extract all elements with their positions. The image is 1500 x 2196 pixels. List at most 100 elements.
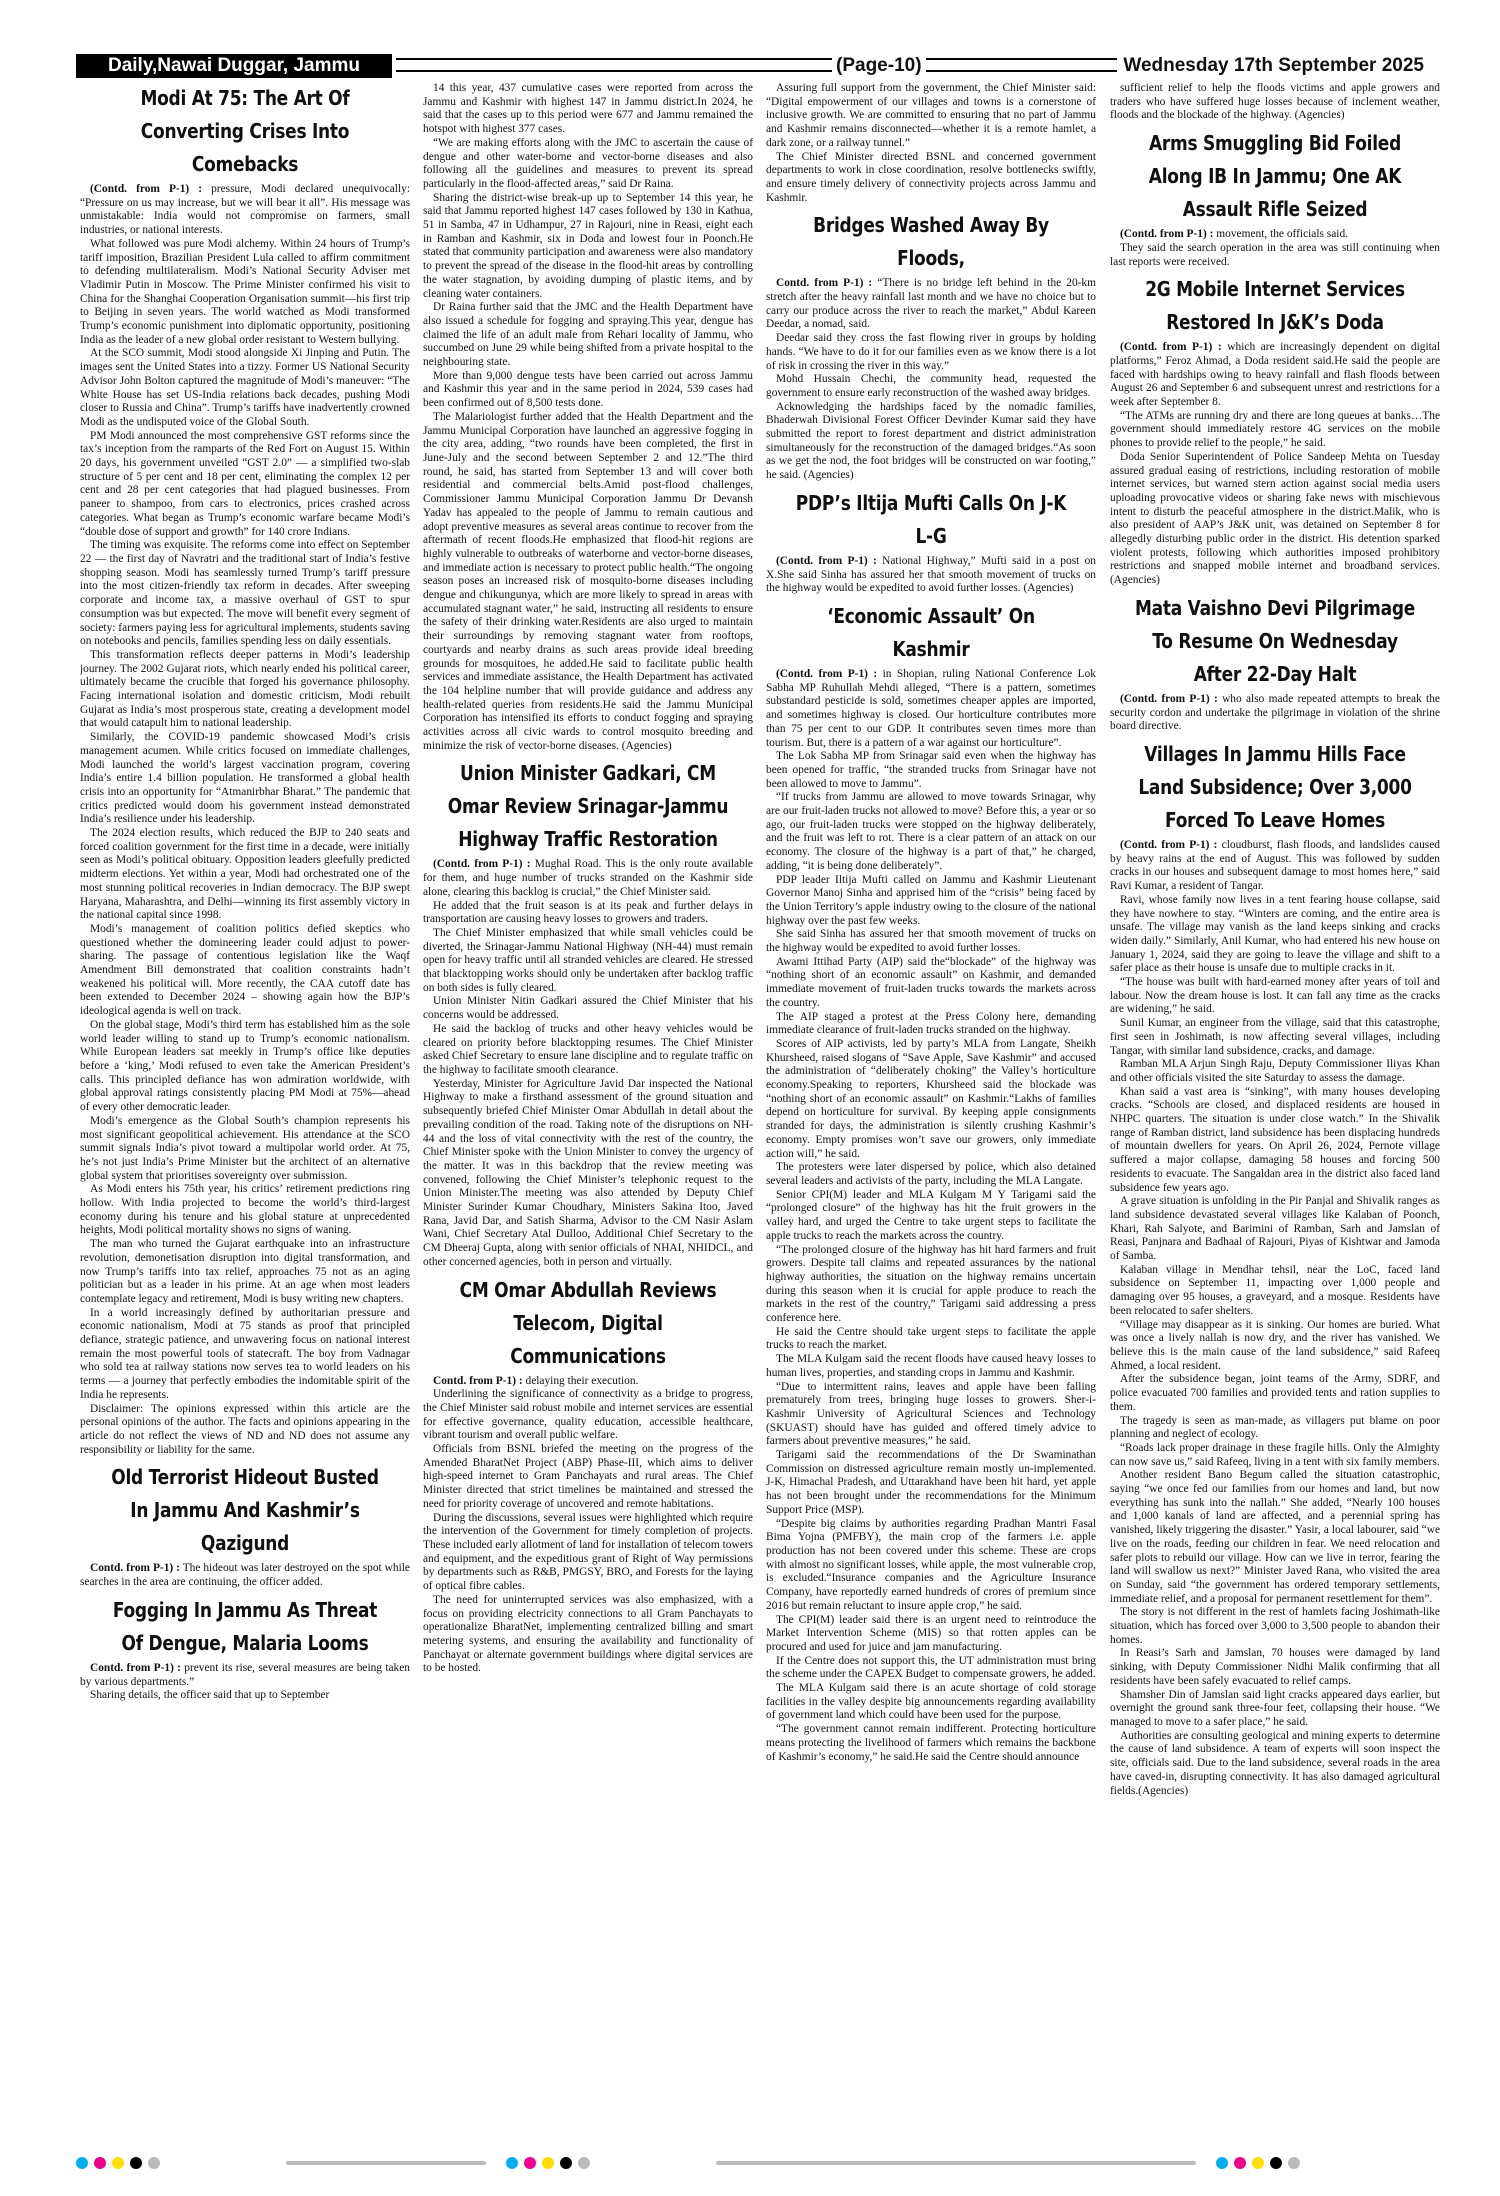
paragraph-text: “The ATMs are running dry and there are … <box>1110 409 1440 450</box>
headline: Modi At 75: The Art Of Converting Crises… <box>140 86 350 176</box>
bar-right <box>716 2161 1196 2165</box>
paragraph: (Contd. from P-1) : in Shopian, ruling N… <box>766 668 1096 750</box>
paragraph-text: “Despite big claims by authorities regar… <box>766 1517 1096 1612</box>
paragraph-text: The AIP staged a protest at the Press Co… <box>766 1010 1096 1037</box>
paragraph: He said the Centre should take urgent st… <box>766 1326 1096 1353</box>
paragraph-text: The CPI(M) leader said there is an urgen… <box>766 1613 1096 1653</box>
paragraph-text: who also made repeated attempts to break… <box>1110 692 1440 733</box>
paragraph: What followed was pure Modi alchemy. Wit… <box>80 238 410 348</box>
headline: Arms Smuggling Bid Foiled Along IB In Ja… <box>1148 131 1402 222</box>
paragraph: Modi’s management of coalition politics … <box>80 923 410 1019</box>
continued-from-label: (Contd. from P-1) : <box>776 667 878 680</box>
paragraph: The timing was exquisite. The reforms co… <box>80 539 410 649</box>
paragraph: (Contd. from P-1) : Mughal Road. This is… <box>423 858 753 899</box>
paragraph-text: Mughal Road. This is the only route avai… <box>423 858 753 898</box>
paragraph: “We are making efforts along with the JM… <box>423 137 753 192</box>
registration-dot <box>1270 2157 1282 2169</box>
headline: 2G Mobile Internet Services Restored In … <box>1145 277 1405 335</box>
paragraph: A grave situation is unfolding in the Pi… <box>1110 1195 1440 1264</box>
paragraph: He added that the fruit season is at its… <box>423 900 753 927</box>
paragraph-text: Ramban MLA Arjun Singh Raju, Deputy Comm… <box>1110 1058 1440 1084</box>
paragraph: “The government cannot remain indifferen… <box>766 1723 1096 1764</box>
continued-from-label: (Contd. from P-1) : <box>433 858 531 871</box>
paragraph-text: which are increasingly dependent on digi… <box>1110 341 1440 409</box>
paragraph: During the discussions, several issues w… <box>423 1512 753 1594</box>
registration-dot <box>130 2157 142 2169</box>
paragraph: This transformation reflects deeper patt… <box>80 649 410 731</box>
paragraph-text: The Lok Sabha MP from Srinagar said even… <box>766 750 1096 790</box>
paragraph: In Reasi’s Sarh and Jamslan, 70 houses w… <box>1110 1647 1440 1688</box>
paper-name: Daily,Nawai Duggar, Jammu <box>76 54 392 78</box>
registration-dot <box>578 2157 590 2169</box>
continued-from-label: Contd. from P-1) : <box>776 277 873 290</box>
paragraph: Contd. from P-1) : delaying their execut… <box>423 1375 753 1389</box>
paragraph: (Contd. from P-1) : cloudburst, flash fl… <box>1110 839 1440 894</box>
paragraph: Another resident Bano Begum called the s… <box>1110 1469 1440 1606</box>
paragraph-text: In Reasi’s Sarh and Jamslan, 70 houses w… <box>1110 1647 1440 1687</box>
paragraph: The MLA Kulgam said there is an acute sh… <box>766 1682 1096 1723</box>
registration-dot <box>148 2157 160 2169</box>
continued-from-label: (Contd. from P-1) : <box>1120 341 1222 354</box>
paragraph: Underlining the significance of connecti… <box>423 1388 753 1443</box>
paragraph: Ravi, whose family now lives in a tent f… <box>1110 894 1440 976</box>
color-marks-left <box>76 2157 160 2169</box>
paragraph-text: Acknowledging the hardships faced by the… <box>766 400 1096 482</box>
paragraph-text: The story is not different in the rest o… <box>1110 1606 1440 1646</box>
paragraph: The tragedy is seen as man-made, as vill… <box>1110 1415 1440 1442</box>
paragraph-text: The MLA Kulgam said the recent floods ha… <box>766 1353 1096 1379</box>
paragraph: Sunil Kumar, an engineer from the villag… <box>1110 1017 1440 1058</box>
paragraph-text: Authorities are consulting geological an… <box>1110 1729 1440 1797</box>
paragraph-text: 14 this year, 437 cumulative cases were … <box>423 82 753 136</box>
headline: Fogging In Jammu As Threat Of Dengue, Ma… <box>112 1597 378 1655</box>
paragraph-text: Khan said a vast area is “sinking”, with… <box>1110 1085 1440 1194</box>
paragraph: “The ATMs are running dry and there are … <box>1110 410 1440 451</box>
paragraph: The Lok Sabha MP from Srinagar said even… <box>766 750 1096 791</box>
paragraph: Khan said a vast area is “sinking”, with… <box>1110 1086 1440 1196</box>
bar-left <box>286 2161 486 2165</box>
continued-from-label: Contd. from P-1) : <box>90 1562 180 1575</box>
paragraph-text: Mohd Hussain Chechi, the community head,… <box>766 373 1096 399</box>
paragraph: The man who turned the Gujarat earthquak… <box>80 1238 410 1307</box>
paragraph-text: “Village may disappear as it is sinking.… <box>1110 1318 1440 1372</box>
paragraph-text: “There is no bridge left behind in the 2… <box>766 277 1096 331</box>
paragraph: Sharing details, the officer said that u… <box>80 1689 410 1703</box>
registration-dot <box>524 2157 536 2169</box>
paragraph: Authorities are consulting geological an… <box>1110 1730 1440 1799</box>
paragraph-text: Similarly, the COVID-19 pandemic showcas… <box>80 731 410 826</box>
paragraph-text: Doda Senior Superintendent of Police San… <box>1110 450 1440 587</box>
continued-from-label: Contd. from P-1) : <box>433 1374 523 1387</box>
paragraph-text: “Due to intermittent rains, leaves and a… <box>766 1380 1096 1448</box>
paragraph-text: What followed was pure Modi alchemy. Wit… <box>80 237 410 346</box>
continued-from-label: (Contd. from P-1) : <box>776 554 877 567</box>
paragraph: Kalaban village in Mendhar tehsil, near … <box>1110 1264 1440 1319</box>
paragraph-text: Ravi, whose family now lives in a tent f… <box>1110 893 1440 975</box>
paragraph: More than 9,000 dengue tests have been c… <box>423 370 753 411</box>
paragraph-text: “The prolonged closure of the highway ha… <box>766 1243 1096 1325</box>
paragraph-text: Kalaban village in Mendhar tehsil, near … <box>1110 1263 1440 1317</box>
paragraph-text: More than 9,000 dengue tests have been c… <box>423 369 753 410</box>
paragraph-text: The Chief Minister emphasized that while… <box>423 926 753 994</box>
paragraph-text: Modi’s management of coalition politics … <box>80 922 410 1018</box>
paragraph: If the Centre does not support this, the… <box>766 1655 1096 1682</box>
paragraph-text: The need for uninterrupted services was … <box>423 1593 753 1675</box>
paragraph-text: This transformation reflects deeper patt… <box>80 648 410 730</box>
paragraph-text: He added that the fruit season is at its… <box>423 899 753 926</box>
paragraph: Officials from BSNL briefed the meeting … <box>423 1443 753 1512</box>
paragraph-text: “If trucks from Jammu are allowed to mov… <box>766 791 1096 872</box>
paragraph: At the SCO summit, Modi stood alongside … <box>80 347 410 429</box>
paragraph-text: Sharing details, the officer said that u… <box>90 1689 330 1702</box>
paragraph-text: On the global stage, Modi’s third term h… <box>80 1018 410 1114</box>
paragraph-text: They said the search operation in the ar… <box>1110 241 1440 268</box>
paragraph: (Contd. from P-1) : movement, the offici… <box>1110 228 1440 242</box>
paragraph-text: Tarigami said the recommendations of the… <box>766 1449 1096 1516</box>
paragraph-text: National Highway,” Mufti said in a post … <box>766 554 1096 595</box>
paragraph-text: During the discussions, several issues w… <box>423 1511 753 1593</box>
registration-dot <box>560 2157 572 2169</box>
column-3: Assuring full support from the governmen… <box>766 82 1096 2172</box>
paragraph: (Contd. from P-1) : who also made repeat… <box>1110 693 1440 734</box>
paragraph-text: The man who turned the Gujarat earthquak… <box>80 1238 410 1305</box>
paragraph: Union Minister Nitin Gadkari assured the… <box>423 995 753 1022</box>
paragraph-text: prevent its rise, several measures are b… <box>80 1661 410 1688</box>
headline: Mata Vaishno Devi Pilgrimage To Resume O… <box>1134 595 1416 686</box>
paragraph-text: The tragedy is seen as man-made, as vill… <box>1110 1414 1440 1441</box>
